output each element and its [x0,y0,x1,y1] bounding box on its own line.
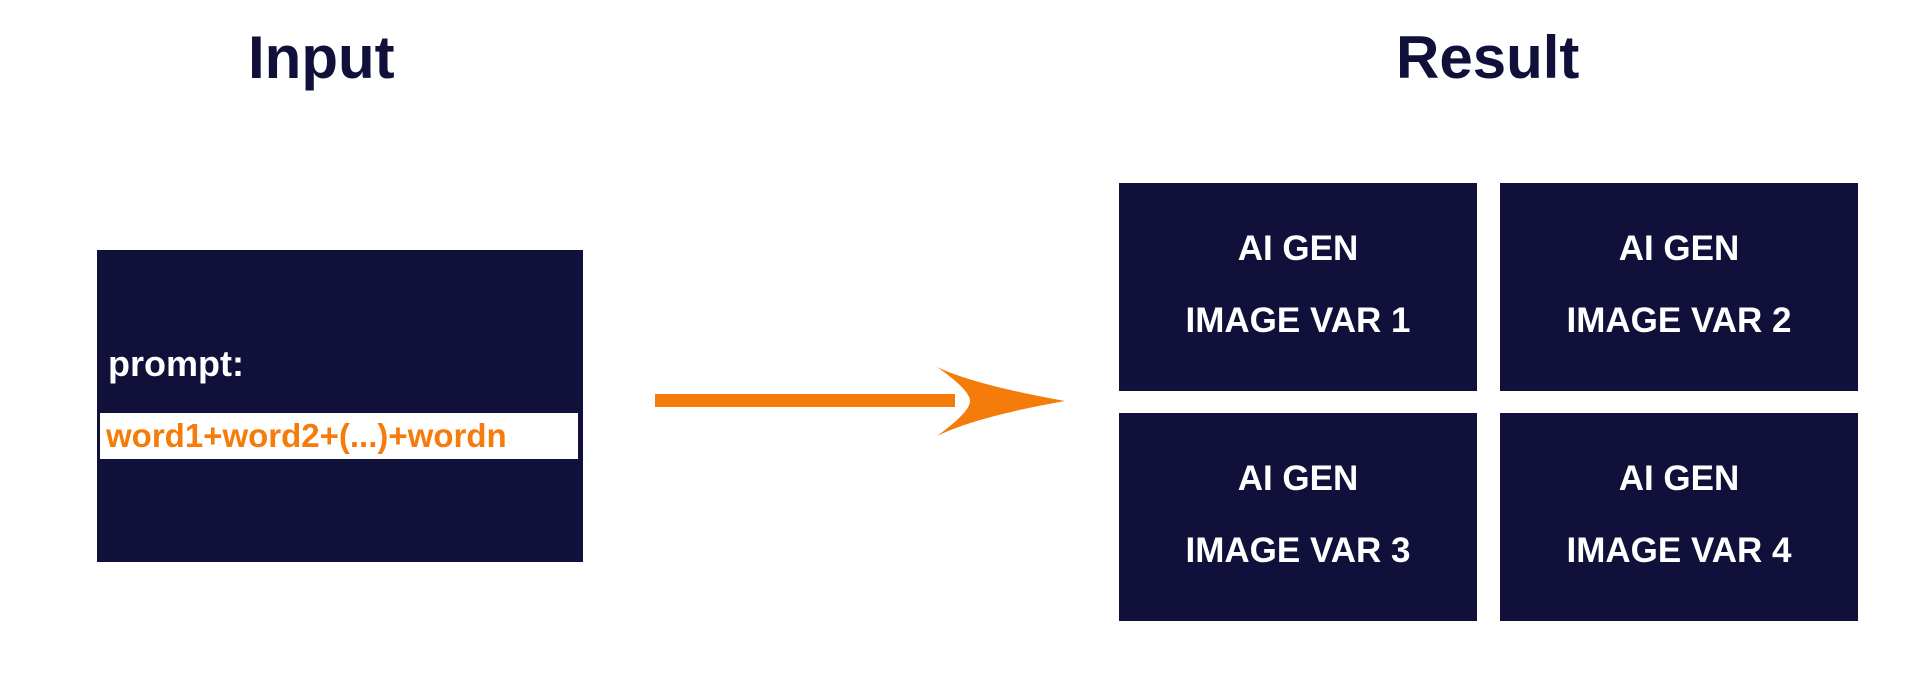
result-tile-2: AI GEN IMAGE VAR 2 [1500,183,1858,391]
tile-subtitle: IMAGE VAR 1 [1185,301,1411,340]
input-prompt-box: prompt: word1+word2+(...)+wordn [97,250,583,562]
tile-subtitle: IMAGE VAR 3 [1185,531,1411,570]
tile-title: AI GEN [1237,459,1359,498]
tile-title: AI GEN [1618,229,1740,268]
result-tile-3: AI GEN IMAGE VAR 3 [1119,413,1477,621]
arrow-right-icon [655,367,1065,436]
result-tile-1: AI GEN IMAGE VAR 1 [1119,183,1477,391]
input-heading: Input [248,24,395,91]
result-tile-4: AI GEN IMAGE VAR 4 [1500,413,1858,621]
prompt-label: prompt: [108,343,244,384]
tile-subtitle: IMAGE VAR 4 [1566,531,1792,570]
arrow-head [937,367,1065,436]
result-heading: Result [1396,24,1580,91]
prompt-value: word1+word2+(...)+wordn [100,413,578,459]
arrow-shaft [655,394,955,407]
tile-subtitle: IMAGE VAR 2 [1566,301,1792,340]
tile-title: AI GEN [1237,229,1359,268]
tile-title: AI GEN [1618,459,1740,498]
